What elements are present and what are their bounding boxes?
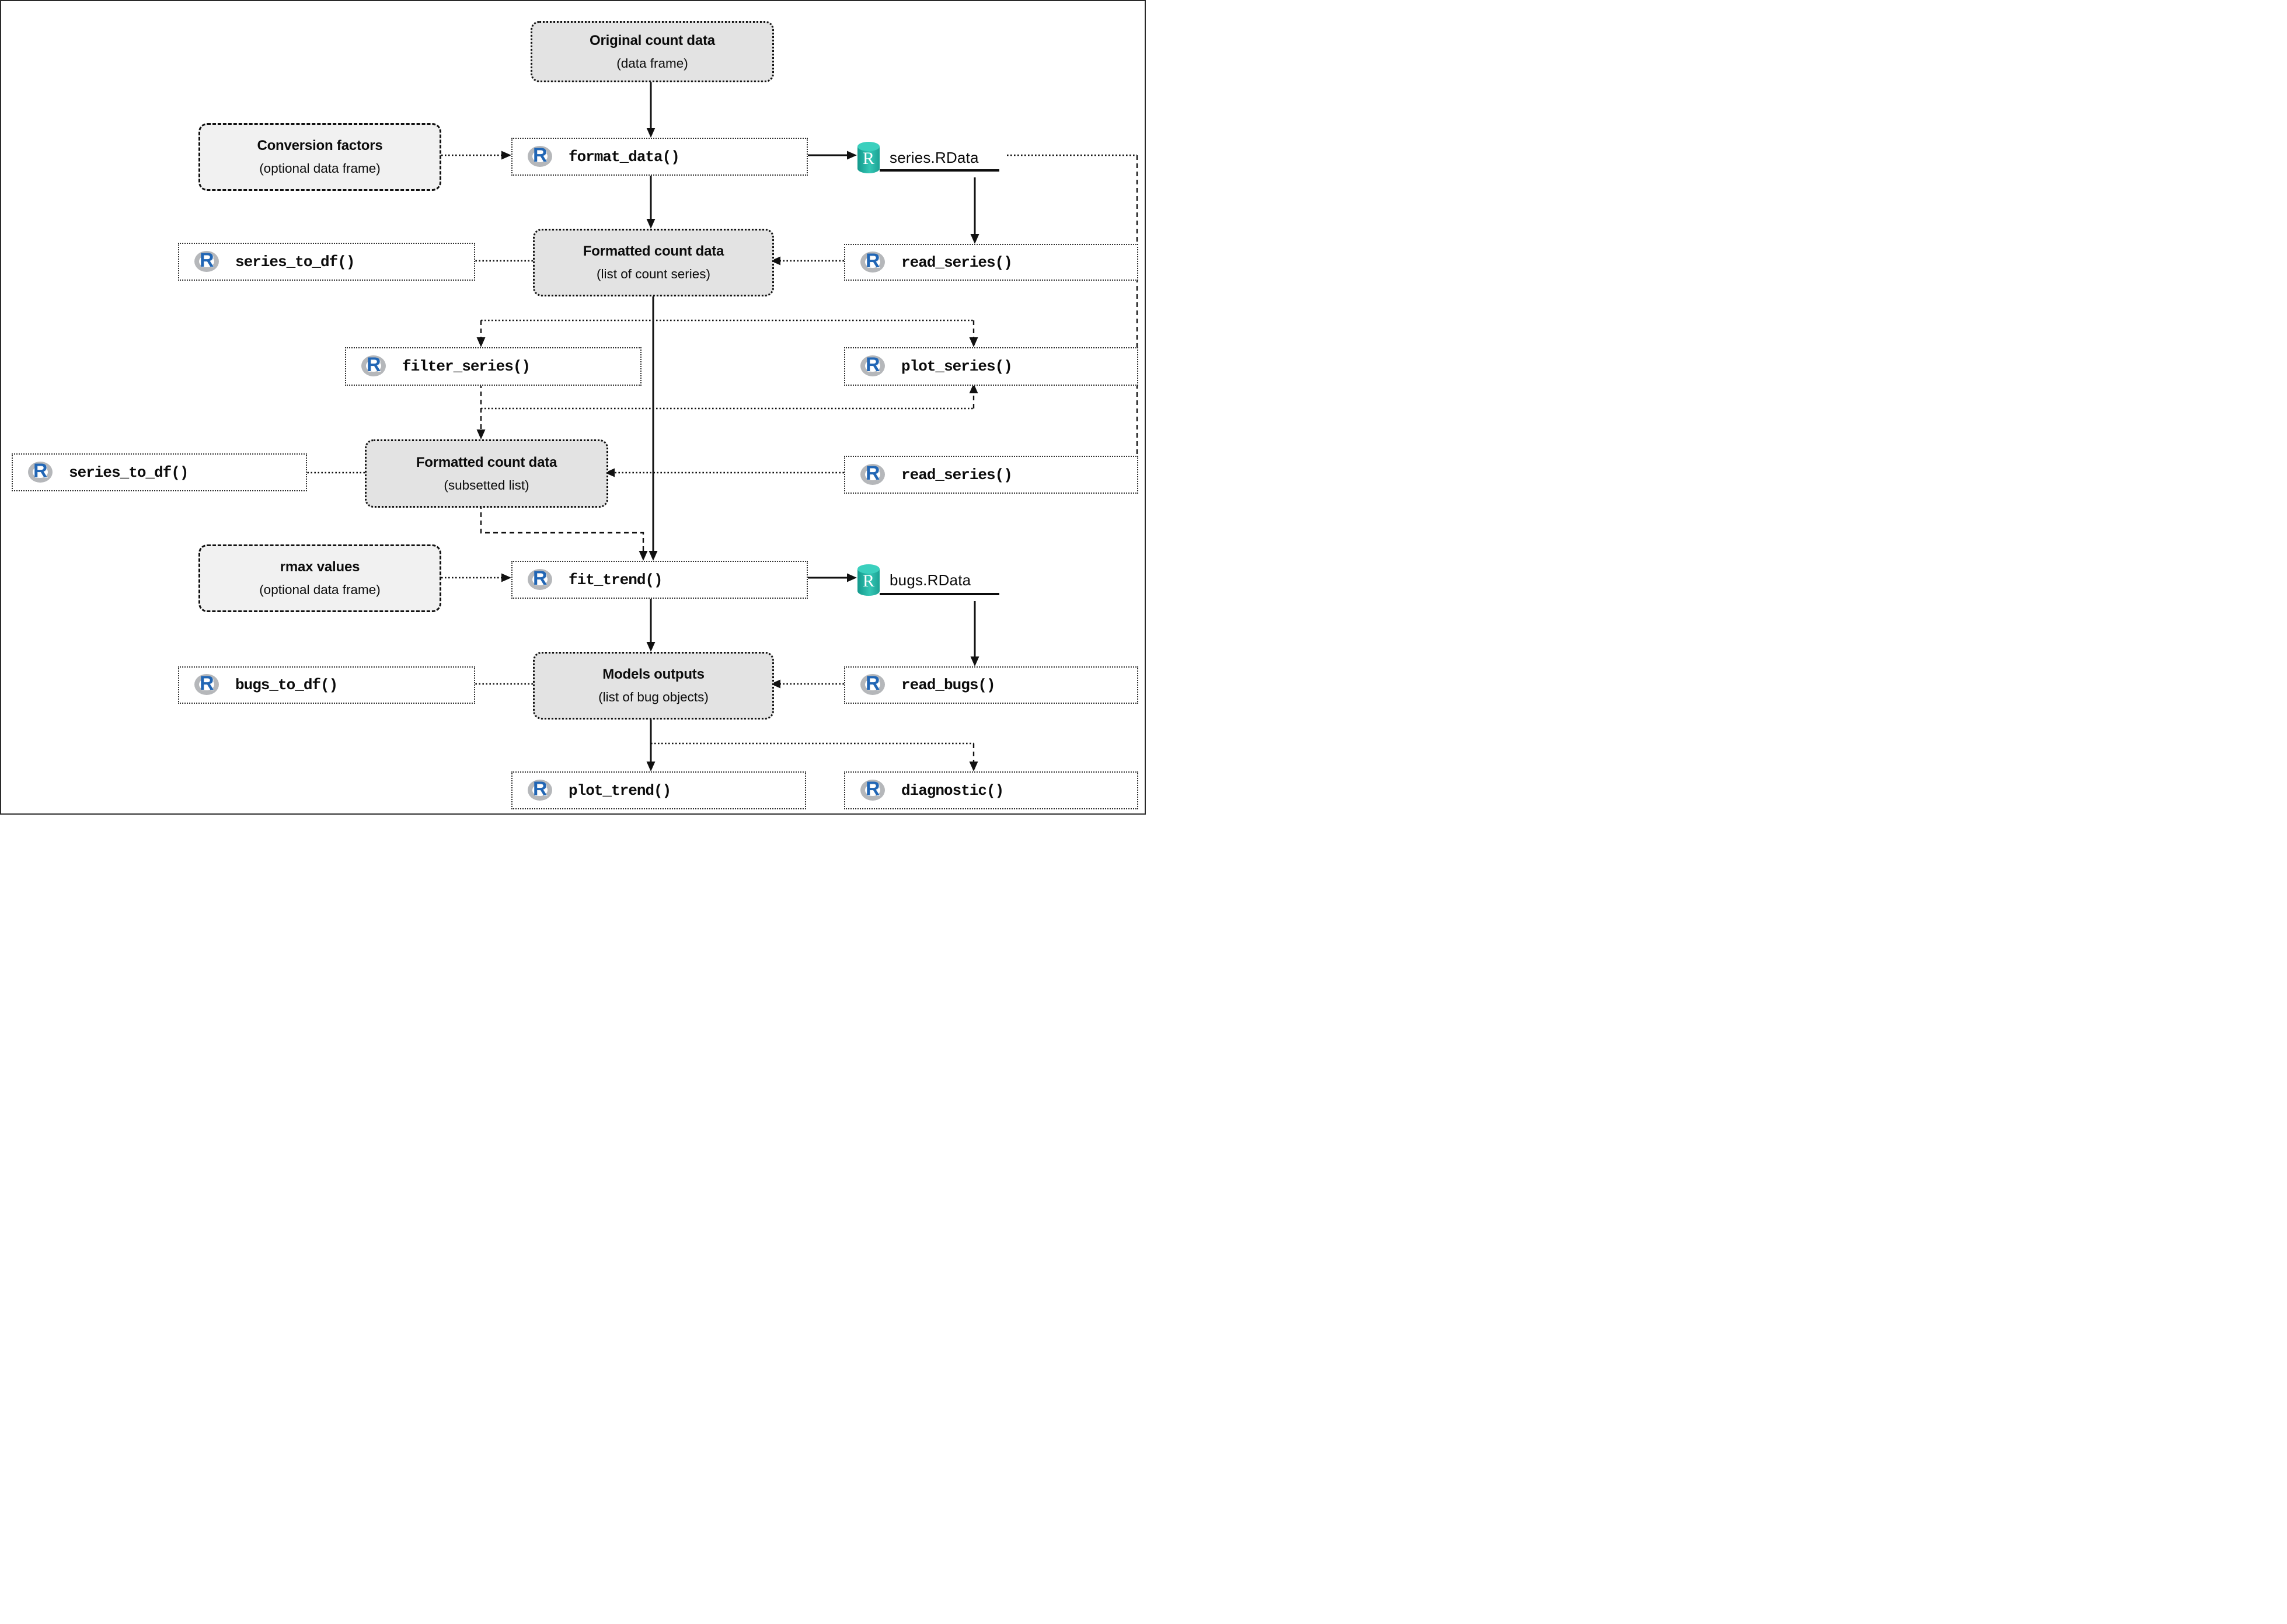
node-title: Conversion factors: [257, 138, 383, 153]
r-logo-ring: [528, 779, 552, 801]
r-logo-ring: [194, 674, 219, 695]
node-rmax-values: rmax values (optional data frame): [198, 544, 441, 612]
node-format-data: R format_data(): [511, 138, 808, 176]
node-conversion-factors: Conversion factors (optional data frame): [198, 123, 441, 191]
function-label: fit_trend(): [569, 571, 663, 589]
node-bugs-to-df: R bugs_to_df(): [178, 666, 475, 704]
svg-text:R: R: [863, 571, 874, 591]
node-subtitle: (subsetted list): [444, 477, 529, 493]
bugs-rdata-underline: [880, 593, 999, 595]
function-label: format_data(): [569, 148, 680, 166]
node-subtitle: (data frame): [616, 55, 688, 71]
function-label: read_bugs(): [901, 676, 996, 694]
dashed-edges: [480, 155, 1138, 762]
node-original-count-data: Original count data (data frame): [531, 21, 774, 82]
node-subtitle: (list of count series): [596, 267, 711, 281]
r-logo-ring: [860, 674, 885, 695]
node-read-series-2: R read_series(): [844, 456, 1138, 494]
series-rdata-underline: [880, 169, 999, 172]
r-logo-icon: R: [528, 567, 553, 592]
r-logo-ring: [860, 779, 885, 801]
function-label: plot_trend(): [569, 781, 671, 799]
node-series-to-df-2: R series_to_df(): [12, 453, 307, 491]
node-subtitle: (optional data frame): [259, 582, 381, 597]
r-logo-icon: R: [194, 672, 220, 697]
function-label: read_series(): [901, 253, 1013, 271]
function-label: read_series(): [901, 466, 1013, 484]
node-read-bugs: R read_bugs(): [844, 666, 1138, 704]
svg-text:R: R: [863, 149, 874, 168]
node-models-outputs: Models outputs (list of bug objects): [533, 652, 774, 720]
rdata-cylinder-icon: R: [857, 142, 880, 173]
function-label: bugs_to_df(): [235, 676, 338, 694]
node-title: Formatted count data: [416, 454, 557, 470]
node-bugs-rdata: R bugs.RData: [857, 564, 971, 596]
node-plot-trend: R plot_trend(): [511, 771, 806, 809]
edge-subset-to-fittrend: [480, 504, 644, 551]
node-diagnostic: R diagnostic(): [844, 771, 1138, 809]
r-logo-icon: R: [860, 250, 886, 274]
rdata-cylinder-icon: R: [857, 564, 880, 596]
node-formatted-count-data-list: Formatted count data (list of count seri…: [533, 229, 774, 296]
diagram-canvas: Original count data (data frame) Convers…: [0, 0, 1146, 815]
function-label: diagnostic(): [901, 781, 1004, 799]
node-subtitle: (list of bug objects): [598, 690, 709, 704]
node-read-series-1: R read_series(): [844, 244, 1138, 281]
r-logo-icon: R: [860, 778, 886, 802]
node-series-to-df-1: R series_to_df(): [178, 243, 475, 281]
rdata-filename: bugs.RData: [890, 571, 971, 589]
r-logo-ring: [194, 250, 219, 272]
dotted-edges: [299, 154, 1137, 745]
r-logo-ring: [361, 355, 386, 376]
r-logo-icon: R: [528, 144, 553, 169]
r-logo-icon: R: [361, 354, 387, 378]
node-title: rmax values: [280, 559, 360, 575]
node-plot-series: R plot_series(): [844, 347, 1138, 386]
node-title: Original count data: [590, 32, 715, 48]
node-formatted-count-data-subset: Formatted count data (subsetted list): [365, 439, 608, 508]
function-label: series_to_df(): [69, 463, 189, 481]
r-logo-icon: R: [528, 778, 553, 802]
r-logo-ring: [860, 463, 885, 485]
node-title: Models outputs: [602, 666, 705, 682]
node-filter-series: R filter_series(): [345, 347, 642, 386]
r-logo-ring: [860, 355, 885, 376]
function-label: plot_series(): [901, 358, 1013, 375]
node-series-rdata: R series.RData: [857, 141, 979, 174]
r-logo-ring: [28, 461, 53, 483]
r-logo-icon: R: [860, 462, 886, 487]
r-logo-ring: [528, 568, 552, 590]
rdata-filename: series.RData: [890, 148, 979, 166]
node-fit-trend: R fit_trend(): [511, 561, 808, 599]
function-label: filter_series(): [402, 358, 531, 375]
function-label: series_to_df(): [235, 253, 355, 271]
node-title: Formatted count data: [583, 243, 724, 259]
r-logo-icon: R: [28, 460, 54, 484]
r-logo-icon: R: [194, 249, 220, 274]
r-logo-icon: R: [860, 672, 886, 697]
r-logo-icon: R: [860, 354, 886, 378]
node-subtitle: (optional data frame): [259, 161, 381, 176]
r-logo-ring: [860, 251, 885, 273]
r-logo-ring: [528, 145, 552, 167]
